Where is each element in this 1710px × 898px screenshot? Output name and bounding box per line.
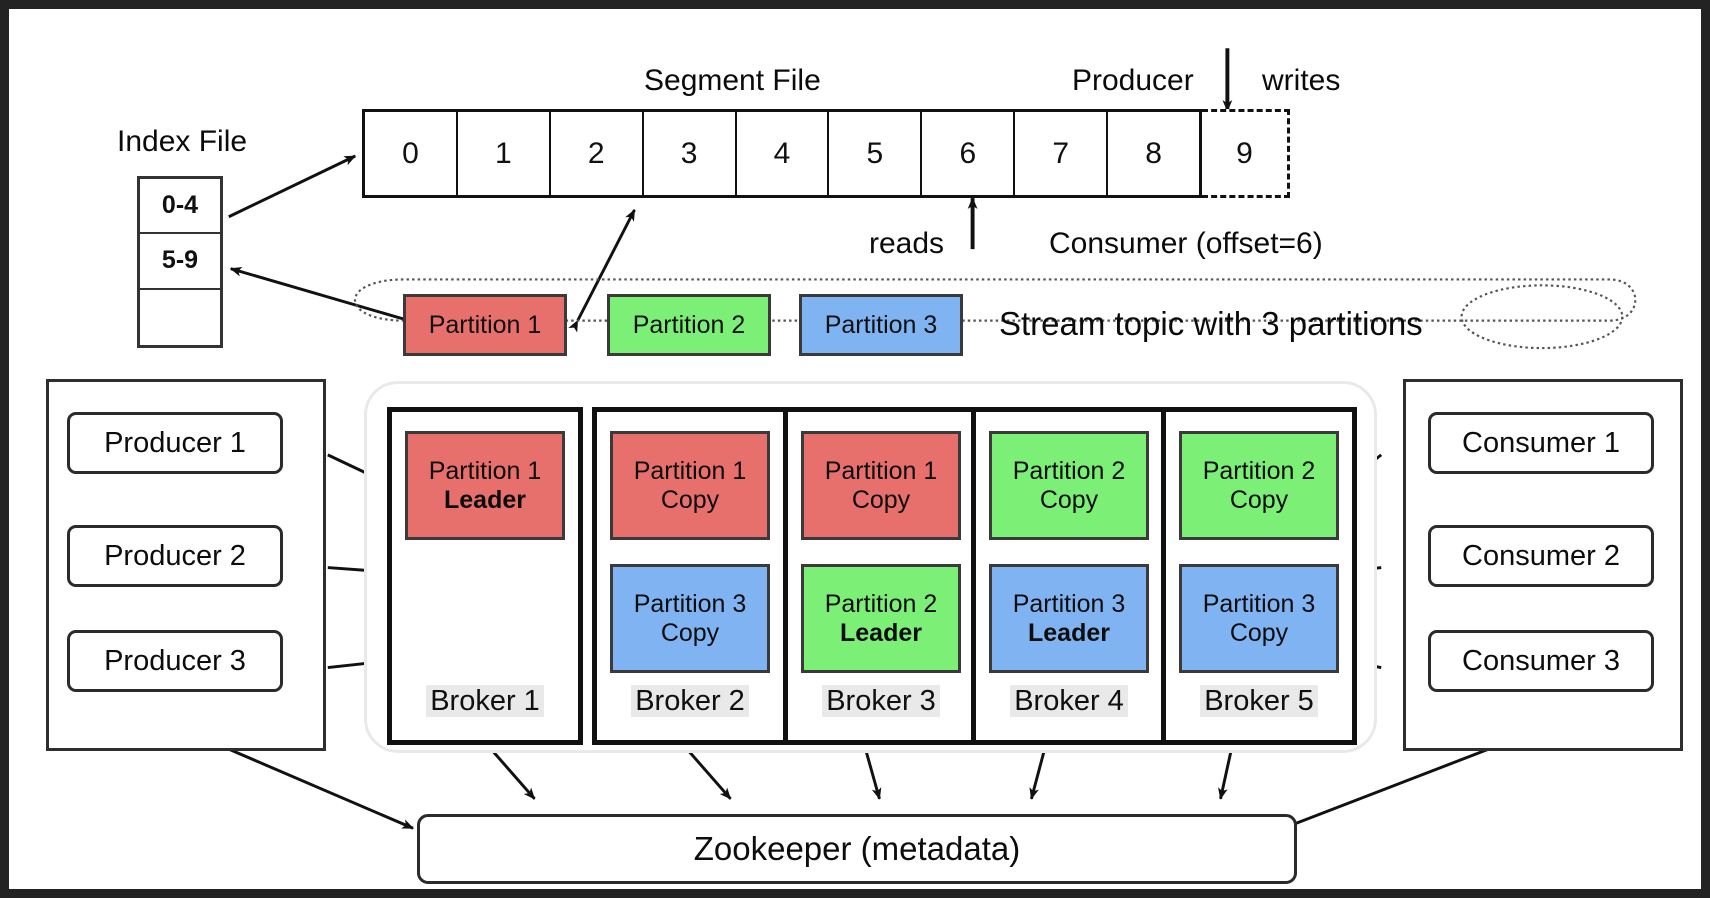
partition-role: Copy	[1039, 485, 1099, 514]
broker-5-name: Broker 5	[1166, 685, 1352, 718]
index-file-label: Index File	[117, 125, 248, 158]
consumer-2[interactable]: Consumer 2	[1428, 525, 1654, 587]
topic-partition-3: Partition 3	[799, 294, 963, 356]
broker-name-text: Broker 5	[1200, 685, 1318, 717]
segment-cell-pending: 9	[1202, 109, 1290, 198]
partition-name: Partition 1	[824, 457, 938, 485]
arrow-index-to-segment	[228, 154, 357, 219]
partition-role: Copy	[660, 485, 720, 514]
broker-2-partition-top: Partition 1 Copy	[610, 431, 770, 540]
broker-5-partition-top: Partition 2 Copy	[1179, 431, 1339, 540]
partition-role: Leader	[1028, 618, 1110, 647]
segment-cell: 2	[551, 112, 644, 195]
broker-1-name: Broker 1	[392, 685, 578, 718]
segment-cell: 5	[829, 112, 923, 195]
partition-name: Partition 3	[1012, 590, 1126, 618]
segment-cell: 8	[1145, 136, 1162, 170]
zookeeper-box: Zookeeper (metadata)	[417, 814, 1297, 884]
segment-cell: 4	[737, 112, 830, 195]
broker-name-text: Broker 3	[822, 685, 940, 717]
broker-3-partition-bottom: Partition 2 Leader	[801, 564, 961, 673]
segment-file-label: Segment File	[644, 64, 821, 97]
zookeeper-label: Zookeeper (metadata)	[693, 830, 1021, 867]
index-row-1: 5-9	[140, 234, 220, 290]
partition-name: Partition 3	[1202, 590, 1316, 618]
partition-role: Copy	[1229, 618, 1289, 647]
broker-3: Partition 1 Copy Partition 2 Leader Brok…	[783, 407, 979, 745]
reads-label: reads	[869, 227, 945, 260]
broker-name-text: Broker 1	[426, 685, 544, 717]
broker-1-partition-top: Partition 1 Leader	[405, 431, 565, 540]
consumer-3[interactable]: Consumer 3	[1428, 630, 1654, 692]
segment-cell: 7	[1015, 112, 1109, 195]
stream-topic-label: Stream topic with 3 partitions	[999, 305, 1423, 342]
broker-5: Partition 2 Copy Partition 3 Copy Broker…	[1161, 407, 1357, 745]
partition-role: Copy	[851, 485, 911, 514]
segment-cell: 1	[458, 112, 551, 195]
topic-ellipse	[1460, 284, 1624, 350]
partition-name: Partition 2	[1202, 457, 1316, 485]
partition-name: Partition 1	[428, 457, 542, 485]
segment-cell: 0	[365, 112, 458, 195]
diagram-canvas: Index File Segment File Producer writes …	[9, 9, 1701, 889]
index-row-2	[140, 290, 220, 345]
consumer-offset-label: Consumer (offset=6)	[1049, 227, 1323, 260]
broker-2: Partition 1 Copy Partition 3 Copy Broker…	[592, 407, 788, 745]
index-file-table: 0-4 5-9	[137, 176, 223, 348]
partition-name: Partition 2	[1012, 457, 1126, 485]
partition-role: Copy	[660, 618, 720, 647]
broker-name-text: Broker 4	[1010, 685, 1128, 717]
index-row-0: 0-4	[140, 179, 220, 235]
partition-role: Copy	[1229, 485, 1289, 514]
broker-4-partition-bottom: Partition 3 Leader	[989, 564, 1149, 673]
topic-partition-2: Partition 2	[607, 294, 771, 356]
consumers-panel: Consumer 1 Consumer 2 Consumer 3	[1403, 379, 1683, 751]
broker-4-partition-top: Partition 2 Copy	[989, 431, 1149, 540]
broker-3-partition-top: Partition 1 Copy	[801, 431, 961, 540]
broker-3-name: Broker 3	[788, 685, 974, 718]
producers-panel: Producer 1 Producer 2 Producer 3	[46, 379, 326, 751]
segment-file-table: 0 1 2 3 4 5 6 7 8	[362, 109, 1202, 198]
partition-name: Partition 3	[633, 590, 747, 618]
broker-1: Partition 1 Leader Broker 1	[387, 407, 583, 745]
partition-role: Leader	[444, 485, 526, 514]
segment-cell: 3	[644, 112, 737, 195]
broker-2-partition-bottom: Partition 3 Copy	[610, 564, 770, 673]
producer-3[interactable]: Producer 3	[67, 630, 283, 692]
broker-name-text: Broker 2	[631, 685, 749, 717]
partition-role: Leader	[840, 618, 922, 647]
writes-label: writes	[1262, 64, 1341, 97]
partition-name: Partition 2	[824, 590, 938, 618]
producer-2[interactable]: Producer 2	[67, 525, 283, 587]
producer-label: Producer	[1072, 64, 1194, 97]
partition-name: Partition 1	[633, 457, 747, 485]
topic-partition-1: Partition 1	[403, 294, 567, 356]
broker-2-name: Broker 2	[597, 685, 783, 718]
broker-5-partition-bottom: Partition 3 Copy	[1179, 564, 1339, 673]
segment-cell: 6	[922, 112, 1016, 195]
broker-4-name: Broker 4	[976, 685, 1162, 718]
broker-4: Partition 2 Copy Partition 3 Leader Brok…	[971, 407, 1167, 745]
arrow-partition-to-index	[229, 266, 410, 323]
producer-1[interactable]: Producer 1	[67, 412, 283, 474]
consumer-1[interactable]: Consumer 1	[1428, 412, 1654, 474]
